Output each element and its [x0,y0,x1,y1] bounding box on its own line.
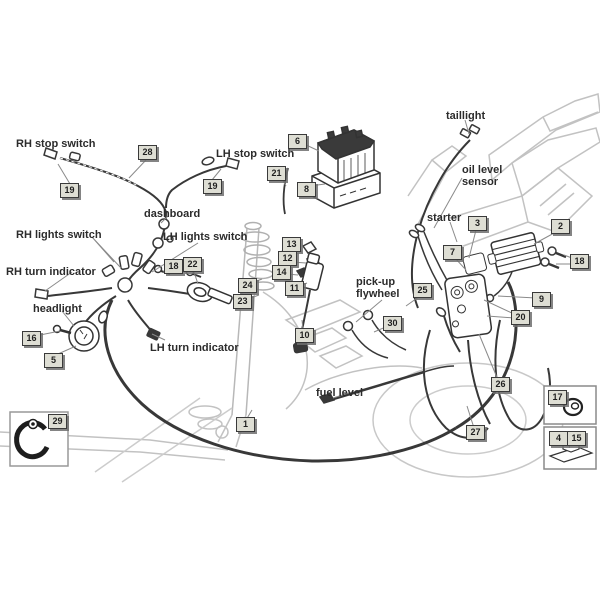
horn-drawing [52,310,109,352]
callout-16[interactable]: 16 [22,331,41,346]
callout-30[interactable]: 30 [383,316,402,331]
callout-14[interactable]: 14 [272,265,291,280]
label-taillight: taillight [446,110,486,122]
callout-29[interactable]: 29 [48,414,67,429]
battery-drawing [311,125,381,209]
callout-3[interactable]: 3 [468,216,487,231]
callout-4[interactable]: 4 [549,431,568,446]
callout-7[interactable]: 7 [443,245,462,260]
callout-10[interactable]: 10 [295,328,314,343]
label-starter: starter [427,212,462,224]
callout-13[interactable]: 13 [282,237,301,252]
callout-6[interactable]: 6 [288,134,307,149]
callout-26[interactable]: 26 [491,377,510,392]
label-dashboard: dashboard [144,208,201,220]
callout-23[interactable]: 23 [233,294,252,309]
callout-15[interactable]: 15 [567,431,586,446]
label-lh-turn-indicator: LH turn indicator [150,342,239,354]
callout-24[interactable]: 24 [238,278,257,293]
callout-19-lh-stop[interactable]: 19 [203,179,222,194]
label-headlight: headlight [33,303,82,315]
label-oil-level-sensor: oil level sensor [462,164,503,188]
callout-28[interactable]: 28 [138,145,157,160]
regulator-drawing [487,232,545,275]
key-barrel-drawing [300,252,324,291]
cdi-unit-drawing [444,252,493,339]
callout-1[interactable]: 1 [236,417,255,432]
callout-21[interactable]: 21 [267,166,286,181]
label-lh-stop-switch: LH stop switch [216,148,295,160]
callout-5[interactable]: 5 [44,353,63,368]
callout-22[interactable]: 22 [183,257,202,272]
frame-art [0,93,600,483]
callout-8[interactable]: 8 [297,182,316,197]
label-fuel-level: fuel level [316,387,364,399]
label-pickup-flywheel: pick-up flywheel [356,276,400,300]
callout-17[interactable]: 17 [548,390,567,405]
regulator-bolts [485,246,567,303]
callout-27[interactable]: 27 [466,425,485,440]
callout-18-right[interactable]: 18 [570,254,589,269]
callout-2[interactable]: 2 [551,219,570,234]
callout-18-left[interactable]: 18 [164,259,183,274]
callout-9[interactable]: 9 [532,292,551,307]
label-rh-lights-switch: RH lights switch [16,229,102,241]
ignition-switch-drawing [153,249,293,305]
label-rh-turn-indicator: RH turn indicator [6,266,96,278]
callout-11[interactable]: 11 [285,281,304,296]
callout-12[interactable]: 12 [278,251,297,266]
callout-25[interactable]: 25 [413,283,432,298]
callout-20[interactable]: 20 [511,310,530,325]
label-rh-stop-switch: RH stop switch [16,138,96,150]
callout-19-rh-stop[interactable]: 19 [60,183,79,198]
leader-lines [39,119,576,445]
label-lh-lights-switch: LH lights switch [163,231,248,243]
